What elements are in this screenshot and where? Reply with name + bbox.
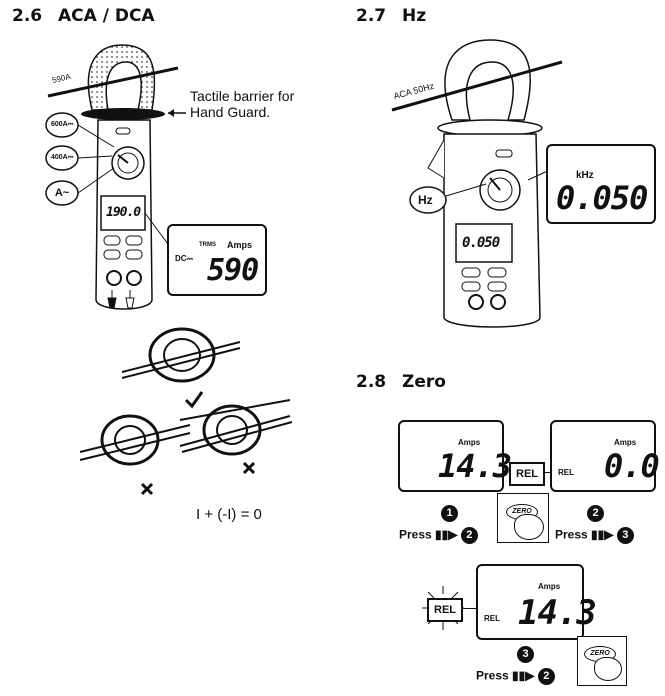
clamp-diagram-correct [121,327,241,409]
range-600-label: 600A⎓ [51,121,74,128]
com-jack [468,294,484,310]
rel-flashing-indicator: REL [427,598,463,622]
v-jack [490,294,506,310]
clamp-jaw [444,39,531,121]
lcd-reading: 0.0 [604,447,660,485]
lcd-reading: 0.050 [556,179,648,217]
press-target: 3 [616,527,634,544]
v-jack [126,270,142,286]
zero-button-illustration: ZERO [497,493,549,543]
meter-lcd [455,223,513,263]
hz-illustration [391,39,563,328]
rel-indicator: REL [509,462,545,486]
range-400-label: 400A⎓ [51,154,74,161]
x-mark [140,482,154,496]
lcd-unit: Amps [614,438,637,447]
hand-guard-barrier [81,108,165,120]
lcd-trms: TRMS [199,242,216,248]
lcd-unit: Amps [227,240,253,250]
section-heading-hz: 2.7 Hz [356,6,426,26]
lcd-reading: 590 [207,253,259,288]
section-title: Zero [402,372,446,392]
check-mark [184,391,204,409]
lcd-unit: Amps [458,438,481,447]
lcd-reading: 14.3 [438,447,512,485]
hz-callout-bubble [409,186,447,214]
zero-button-illustration-2: ZERO [577,636,627,686]
clamp-jaw [87,44,156,111]
hold-button [495,149,513,158]
enlarged-lcd-hz: kHz 0.050 [546,144,656,224]
section-title: ACA / DCA [58,6,155,26]
lcd-unit: Amps [538,582,561,591]
step-2-marker: 2 [587,503,604,522]
section-title: Hz [402,6,427,26]
section-heading-zero: 2.8 Zero [356,372,446,392]
press-instruction-1: Press ▮▮▶ 2 [399,527,478,544]
lcd-rel: REL [558,468,574,477]
range-ac-label: A~ [54,187,70,199]
lcd-mode: DC⎓ [175,254,193,263]
clamp-diagram-wrong-2 [179,399,293,475]
section-heading-aca-dca: 2.6 ACA / DCA [12,6,155,26]
aca-dca-illustration [45,44,293,496]
lcd-reading: 14.3 [518,593,597,633]
zero-lcd-initial: Amps 14.3 [398,420,512,492]
lcd-unit: kHz [576,170,594,181]
rel-connector [461,608,476,609]
section-number: 2.7 [356,6,387,26]
meter-reading: 0.050 [462,235,500,251]
section-number: 2.6 [12,6,43,26]
press-target: 2 [537,668,555,685]
press-target: 2 [460,527,478,544]
clamp-diagram-wrong-1 [79,414,191,496]
meter-reading: 190.0 [106,205,141,220]
equation: I + (-I) = 0 [196,506,262,523]
conductor-wire [391,60,563,112]
com-jack [106,270,122,286]
conductor-wire [47,66,179,98]
zero-lcd-relative: REL Amps 0.0 [550,420,660,492]
rel-connector [543,472,551,473]
hz-callout-label: Hz [418,193,433,207]
finger-icon [594,657,622,681]
finger-icon [514,514,544,540]
step-3-marker: 3 [517,644,534,663]
lcd-rel: REL [484,614,500,623]
step-1-marker: 1 [441,503,458,522]
hold-button [115,127,131,135]
x-mark [242,461,256,475]
press-instruction-3: Press ▮▮▶ 2 [476,668,555,685]
section-number: 2.8 [356,372,387,392]
hand-guard-note: Tactile barrier for Hand Guard. [190,88,295,120]
enlarged-lcd-aca: DC⎓ TRMS Amps 590 [167,224,267,296]
zero-lcd-flashing: REL Amps 14.3 [476,564,597,640]
press-instruction-2: Press ▮▮▶ 3 [555,527,634,544]
